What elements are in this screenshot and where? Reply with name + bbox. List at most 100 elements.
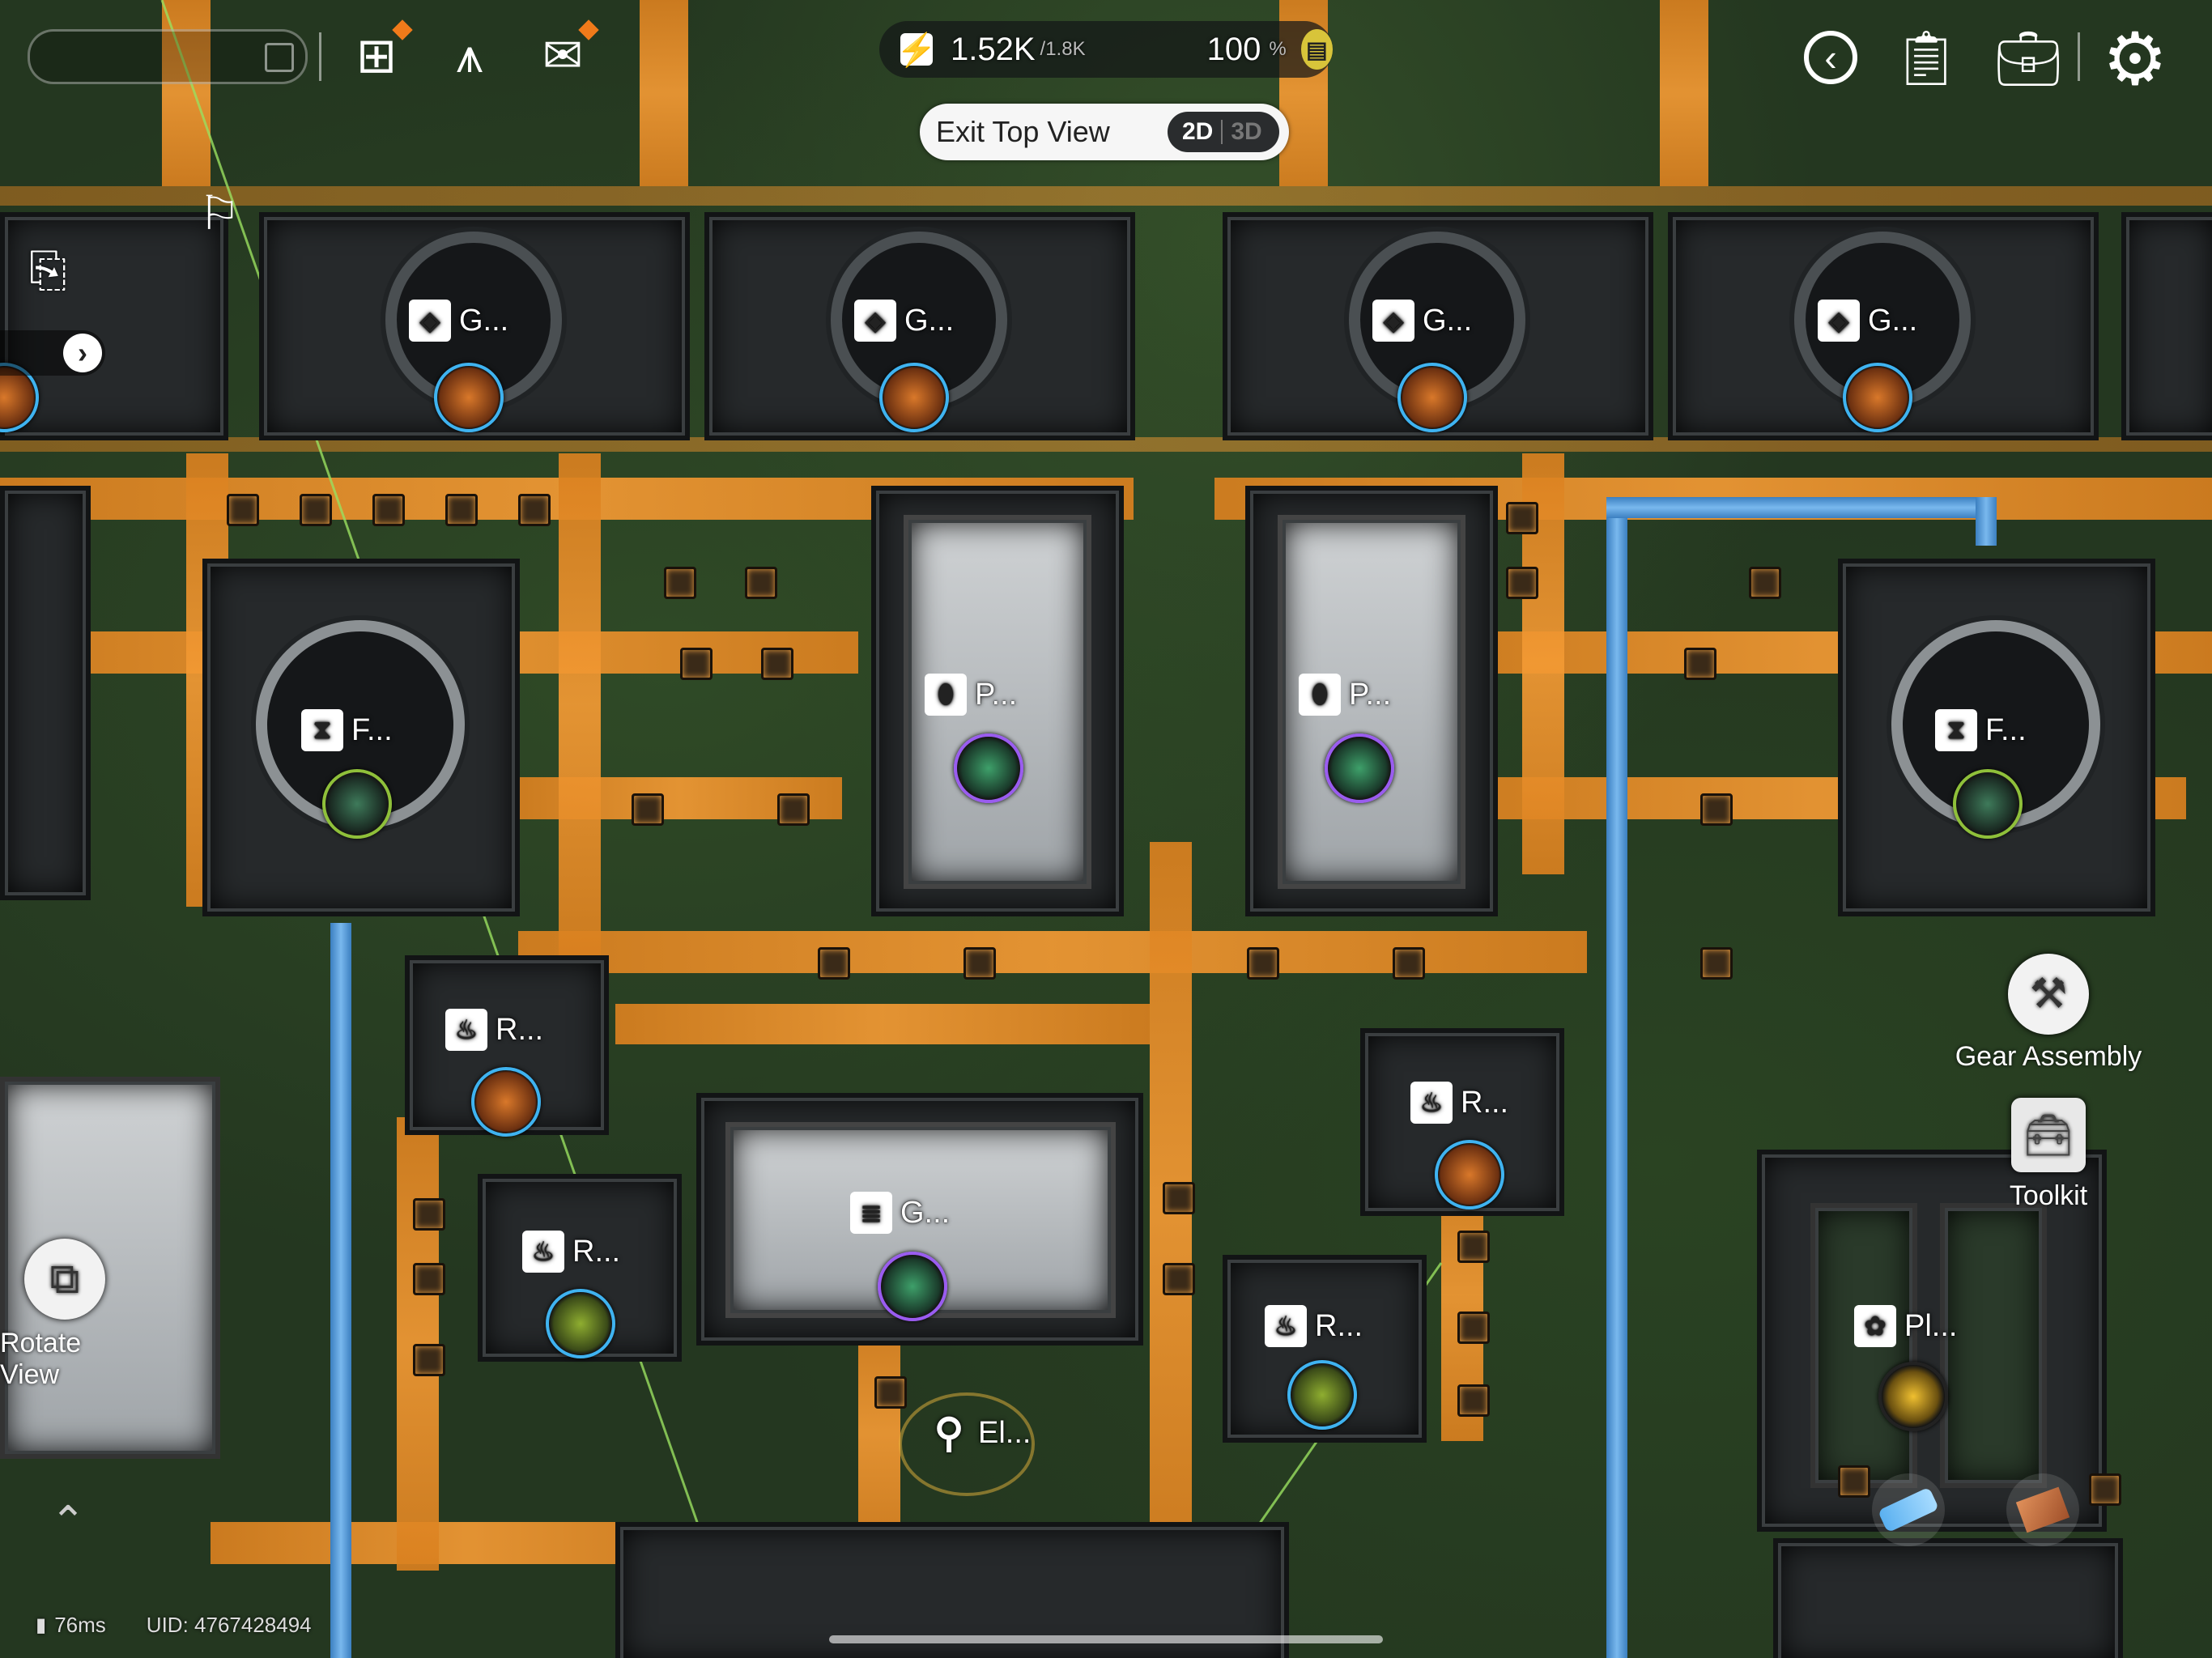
machine-filling-unit-left[interactable] bbox=[202, 559, 520, 916]
fluid-pipe bbox=[1606, 497, 1987, 518]
rotate-view-button[interactable]: ⧉ Rotate View bbox=[0, 1239, 138, 1391]
capsule-icon: ⬮ bbox=[1299, 674, 1341, 716]
planter-icon: ✿ bbox=[1854, 1305, 1896, 1347]
conveyor-belt bbox=[559, 453, 601, 955]
mail-button[interactable]: ✉ bbox=[526, 19, 599, 92]
machine-label-el[interactable]: ⚲El... bbox=[928, 1410, 1032, 1456]
product-badge-g3[interactable] bbox=[1397, 363, 1467, 432]
network-tree-icon: ⊞ bbox=[355, 28, 398, 83]
product-badge-f-left[interactable] bbox=[322, 769, 392, 839]
belt-item bbox=[413, 1263, 445, 1295]
lightning-icon: ⚡ bbox=[896, 32, 937, 68]
product-badge-pl[interactable] bbox=[1878, 1362, 1948, 1431]
quest-log-icon[interactable]: ⎘ bbox=[29, 244, 67, 296]
conveyor-belt bbox=[615, 1004, 1150, 1044]
machine-refining-unit-4[interactable] bbox=[1223, 1255, 1427, 1443]
machine-label-f-left: ⧗F... bbox=[301, 709, 393, 751]
machine-label-pl: ✿Pl... bbox=[1854, 1305, 1957, 1347]
blueprint-button[interactable]: ⩚ bbox=[433, 19, 506, 92]
machine-label-r4: ♨R... bbox=[1265, 1305, 1363, 1347]
belt-item bbox=[1700, 947, 1733, 980]
machine-packaging-unit-left[interactable] bbox=[871, 486, 1124, 916]
toolkit-button[interactable]: 🧰︎ Toolkit bbox=[1976, 1098, 2121, 1212]
network-tree-button[interactable]: ⊞ bbox=[340, 19, 413, 92]
map-search-icon: ⚐ bbox=[198, 187, 240, 240]
energy-gauge-bar bbox=[28, 29, 308, 84]
product-badge-p-left[interactable] bbox=[954, 733, 1023, 803]
back-button[interactable]: ‹ bbox=[1796, 23, 1865, 92]
furnace-icon: ♨ bbox=[1265, 1305, 1307, 1347]
settings-button[interactable]: ⚙ bbox=[2091, 15, 2180, 104]
fluid-pipe bbox=[1606, 497, 1627, 1658]
power-status-panel: ⚡ 1.52K /1.8K 100 % ▤ bbox=[879, 21, 1333, 78]
gear-assembly-button[interactable]: ⚒ Gear Assembly bbox=[1951, 954, 2146, 1073]
machine-label-r3: ♨R... bbox=[1410, 1082, 1508, 1124]
machine-label-g2: ◈G... bbox=[854, 300, 954, 342]
expand-up-icon[interactable]: ⌃ bbox=[50, 1499, 86, 1545]
view-mode-2d[interactable]: 2D bbox=[1182, 118, 1214, 145]
mail-icon: ✉ bbox=[542, 28, 584, 83]
rotate-view-icon: ⧉ bbox=[24, 1239, 105, 1320]
gear-box-icon: ◈ bbox=[854, 300, 896, 342]
quest-panel-collapse[interactable]: › bbox=[0, 330, 105, 376]
belt-item bbox=[1506, 567, 1538, 599]
product-badge-g2[interactable] bbox=[879, 363, 949, 432]
clipboard-icon: 📋︎ bbox=[1892, 28, 1960, 87]
product-badge-r3[interactable] bbox=[1435, 1140, 1504, 1209]
power-capacity: /1.8K bbox=[1040, 38, 1086, 60]
product-badge-r1[interactable] bbox=[471, 1067, 541, 1137]
machine-packaging-unit-right[interactable] bbox=[1245, 486, 1498, 916]
machine-bottom-right-partial[interactable] bbox=[1773, 1538, 2123, 1658]
rotate-view-label: Rotate View bbox=[0, 1328, 82, 1390]
toggle-divider bbox=[1221, 120, 1223, 144]
belt-item bbox=[372, 494, 405, 526]
structure-icon: ⩚ bbox=[456, 28, 483, 83]
gear-box-icon: ◈ bbox=[1372, 300, 1414, 342]
belt-item bbox=[745, 567, 777, 599]
belt-item bbox=[518, 494, 551, 526]
belt-item bbox=[413, 1198, 445, 1231]
ping-value: 76ms bbox=[54, 1613, 106, 1637]
belt-item bbox=[1457, 1312, 1490, 1344]
antenna-icon: ⚲ bbox=[934, 1410, 964, 1456]
machine-grinding-unit-center[interactable] bbox=[696, 1093, 1143, 1346]
quick-item-plate[interactable] bbox=[2006, 1473, 2079, 1546]
machine-partial-left[interactable] bbox=[0, 486, 91, 900]
toolkit-label: Toolkit bbox=[2009, 1180, 2088, 1211]
document-icon: ≣ bbox=[850, 1192, 892, 1234]
product-badge-p-right[interactable] bbox=[1325, 733, 1394, 803]
machine-label-g4: ◈G... bbox=[1818, 300, 1917, 342]
product-badge-f-right[interactable] bbox=[1953, 769, 2023, 839]
capsule-icon: ⬮ bbox=[925, 674, 967, 716]
hud-divider bbox=[2078, 32, 2080, 81]
home-indicator[interactable] bbox=[829, 1635, 1383, 1643]
belt-item bbox=[664, 567, 696, 599]
belt-item bbox=[445, 494, 478, 526]
belt-item bbox=[1247, 947, 1279, 980]
belt-item bbox=[1457, 1384, 1490, 1417]
belt-item bbox=[1684, 648, 1716, 680]
power-percent: 100 bbox=[1206, 31, 1261, 67]
view-mode-3d[interactable]: 3D bbox=[1231, 118, 1262, 145]
gear-box-icon: ◈ bbox=[409, 300, 451, 342]
inventory-button[interactable]: 💼︎ bbox=[1984, 24, 2073, 94]
product-badge-g-center[interactable] bbox=[878, 1252, 947, 1321]
furnace-icon: ♨ bbox=[1410, 1082, 1453, 1124]
view-mode-toggle[interactable]: 2D 3D bbox=[1168, 112, 1279, 152]
task-list-button[interactable]: 📋︎ bbox=[1891, 19, 1961, 97]
furnace-icon: ♨ bbox=[445, 1009, 487, 1051]
belt-item bbox=[1749, 567, 1781, 599]
machine-planting-unit[interactable] bbox=[1757, 1150, 2107, 1532]
product-badge-g4[interactable] bbox=[1843, 363, 1912, 432]
exit-top-view-button[interactable]: Exit Top View 2D 3D bbox=[920, 104, 1289, 160]
product-badge-r4[interactable] bbox=[1287, 1360, 1357, 1430]
gear-assembly-icon: ⚒ bbox=[2008, 954, 2089, 1035]
belt-item bbox=[818, 947, 850, 980]
quick-item-battery[interactable] bbox=[1872, 1473, 1945, 1546]
map-search-button[interactable]: ⚐ bbox=[183, 176, 256, 249]
product-badge-g1[interactable] bbox=[434, 363, 504, 432]
machine-partial-right[interactable] bbox=[2121, 212, 2212, 440]
conveyor-belt bbox=[0, 437, 2212, 452]
product-badge-r2[interactable] bbox=[546, 1289, 615, 1358]
